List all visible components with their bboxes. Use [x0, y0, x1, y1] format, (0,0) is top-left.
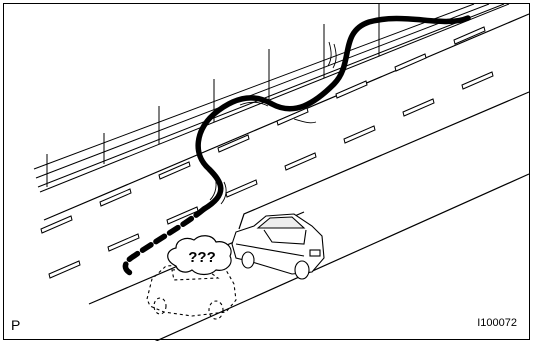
confusion-text: ???	[188, 249, 216, 266]
lane-dashes	[40, 26, 494, 279]
guardrail	[33, 4, 510, 193]
road-edges	[43, 13, 530, 341]
corner-label: P	[11, 317, 21, 333]
motion-lines	[209, 41, 337, 205]
swerve-trajectory	[122, 15, 471, 277]
confusion-cloud: ???	[167, 235, 232, 276]
figure-id: I100072	[477, 317, 517, 329]
car-ghost	[146, 263, 237, 320]
swerving-car-illustration: ???	[33, 4, 530, 341]
illustration-frame: ??? P I100072	[3, 3, 530, 341]
car-solid	[231, 213, 325, 280]
